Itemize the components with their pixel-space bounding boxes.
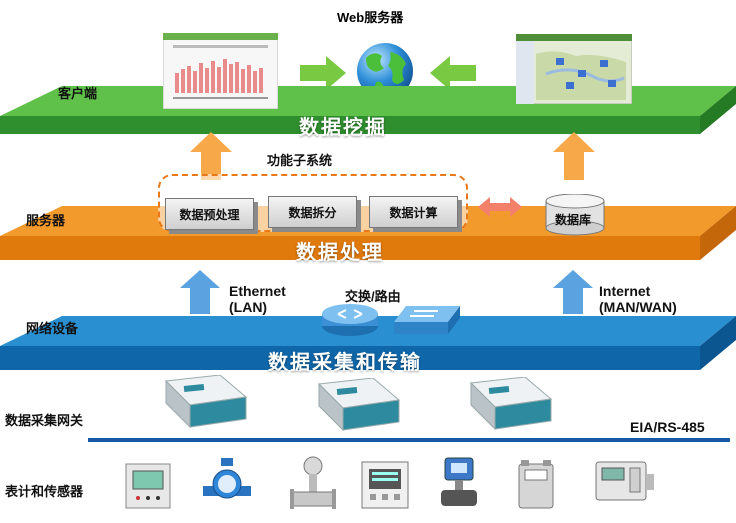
database-icon xyxy=(545,194,605,236)
client-layer-label: 客户端 xyxy=(58,86,98,101)
flow-meter-icon xyxy=(290,456,336,509)
subsystem-box: 数据拆分 xyxy=(268,196,357,228)
database-label: 数据库 xyxy=(555,213,592,227)
switch-router-label: 交换/路由 xyxy=(345,289,401,304)
arrow-left-icon xyxy=(430,56,476,90)
client-platform-title: 数据挖掘 xyxy=(299,117,387,139)
ethernet-label: Ethernet (LAN) xyxy=(229,283,286,315)
internet-label: Internet (MAN/WAN) xyxy=(599,283,677,315)
double-arrow-icon xyxy=(478,197,522,217)
arrow-up-icon xyxy=(190,132,232,180)
arrow-up-icon xyxy=(553,132,595,180)
gateway-device xyxy=(469,377,553,431)
subsystem-label: 功能子系统 xyxy=(267,153,333,168)
web-server-label: Web服务器 xyxy=(337,10,404,25)
multifunction-meter-icon xyxy=(361,461,409,509)
network-platform-title: 数据采集和传输 xyxy=(268,352,422,374)
heat-meter-icon xyxy=(595,461,654,501)
switch-icon xyxy=(394,306,460,334)
rs485-bus-line xyxy=(88,438,730,442)
map-screenshot xyxy=(516,34,632,104)
gateway-device xyxy=(164,375,248,429)
rs485-label: EIA/RS-485 xyxy=(630,419,705,435)
gateway-layer-label: 数据采集网关 xyxy=(5,413,84,428)
power-meter-icon xyxy=(125,463,171,509)
server-platform-title: 数据处理 xyxy=(296,242,384,264)
meters-layer-label: 表计和传感器 xyxy=(5,484,84,499)
router-icon xyxy=(322,304,378,336)
subsystem-box: 数据计算 xyxy=(369,196,458,228)
server-layer-label: 服务器 xyxy=(26,213,66,228)
gateway-device xyxy=(317,378,401,432)
subsystem-box: 数据预处理 xyxy=(165,198,254,230)
network-layer-label: 网络设备 xyxy=(26,321,79,336)
arrow-right-icon xyxy=(300,56,346,90)
gas-meter-icon xyxy=(518,460,554,509)
water-meter-icon xyxy=(203,458,251,499)
bar-chart-screenshot xyxy=(163,33,278,109)
arrow-up-icon xyxy=(180,270,220,314)
electromagnetic-flowmeter-icon xyxy=(441,457,477,506)
arrow-up-icon xyxy=(553,270,593,314)
